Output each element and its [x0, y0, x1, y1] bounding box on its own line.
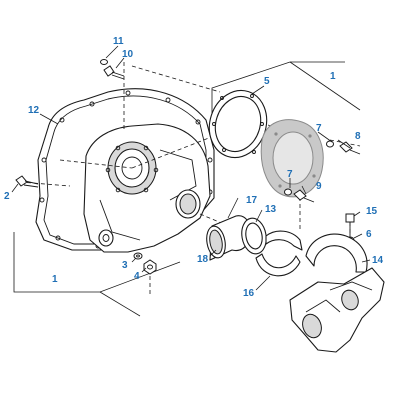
callout-1-bottom: 1: [52, 274, 58, 285]
washer-7-upper: [326, 140, 334, 148]
callout-8: 8: [355, 131, 361, 142]
callout-5: 5: [264, 76, 270, 87]
callout-17: 17: [246, 195, 258, 206]
callout-18: 18: [197, 254, 209, 265]
callout-16: 16: [243, 288, 255, 299]
callout-leaders: [11, 45, 371, 291]
gasket-ring: [208, 89, 268, 159]
washer-3: [133, 252, 143, 260]
timing-cover-front: [83, 123, 211, 253]
callout-2: 2: [4, 191, 10, 202]
callout-6: 6: [366, 229, 372, 240]
bearing-half-16: [255, 230, 303, 277]
split-ring-13: [241, 217, 267, 255]
bushing-17-18: [206, 215, 251, 261]
lower-housing: [289, 267, 385, 353]
callout-10: 10: [122, 49, 134, 60]
callout-4: 4: [134, 271, 140, 282]
callout-labels: 11 10 12 5 1 7 8 7 9 2 17 13 15 6 18 3 1…: [4, 36, 384, 299]
group-bracket-1-top: [211, 61, 361, 120]
callout-12: 12: [28, 105, 40, 116]
callout-1-top: 1: [330, 71, 336, 82]
bearing-cap-14: [305, 233, 368, 273]
callout-14: 14: [372, 255, 384, 266]
group-bracket-1-left: [13, 232, 181, 317]
washer-7-lower: [284, 188, 292, 196]
washer-11: [100, 59, 108, 65]
bolt-15: [345, 213, 355, 236]
cover-plate: [260, 119, 324, 198]
callout-11: 11: [113, 36, 124, 47]
bolt-2: [15, 175, 39, 188]
bolt-10: [103, 65, 125, 80]
callout-7-lower: 7: [287, 169, 293, 180]
callout-13: 13: [265, 204, 277, 215]
callout-15: 15: [366, 206, 378, 217]
callout-3: 3: [122, 260, 128, 271]
callout-9: 9: [316, 181, 322, 192]
callout-7-upper: 7: [316, 123, 322, 134]
bolt-8: [339, 141, 361, 155]
bolt-9: [293, 189, 315, 203]
